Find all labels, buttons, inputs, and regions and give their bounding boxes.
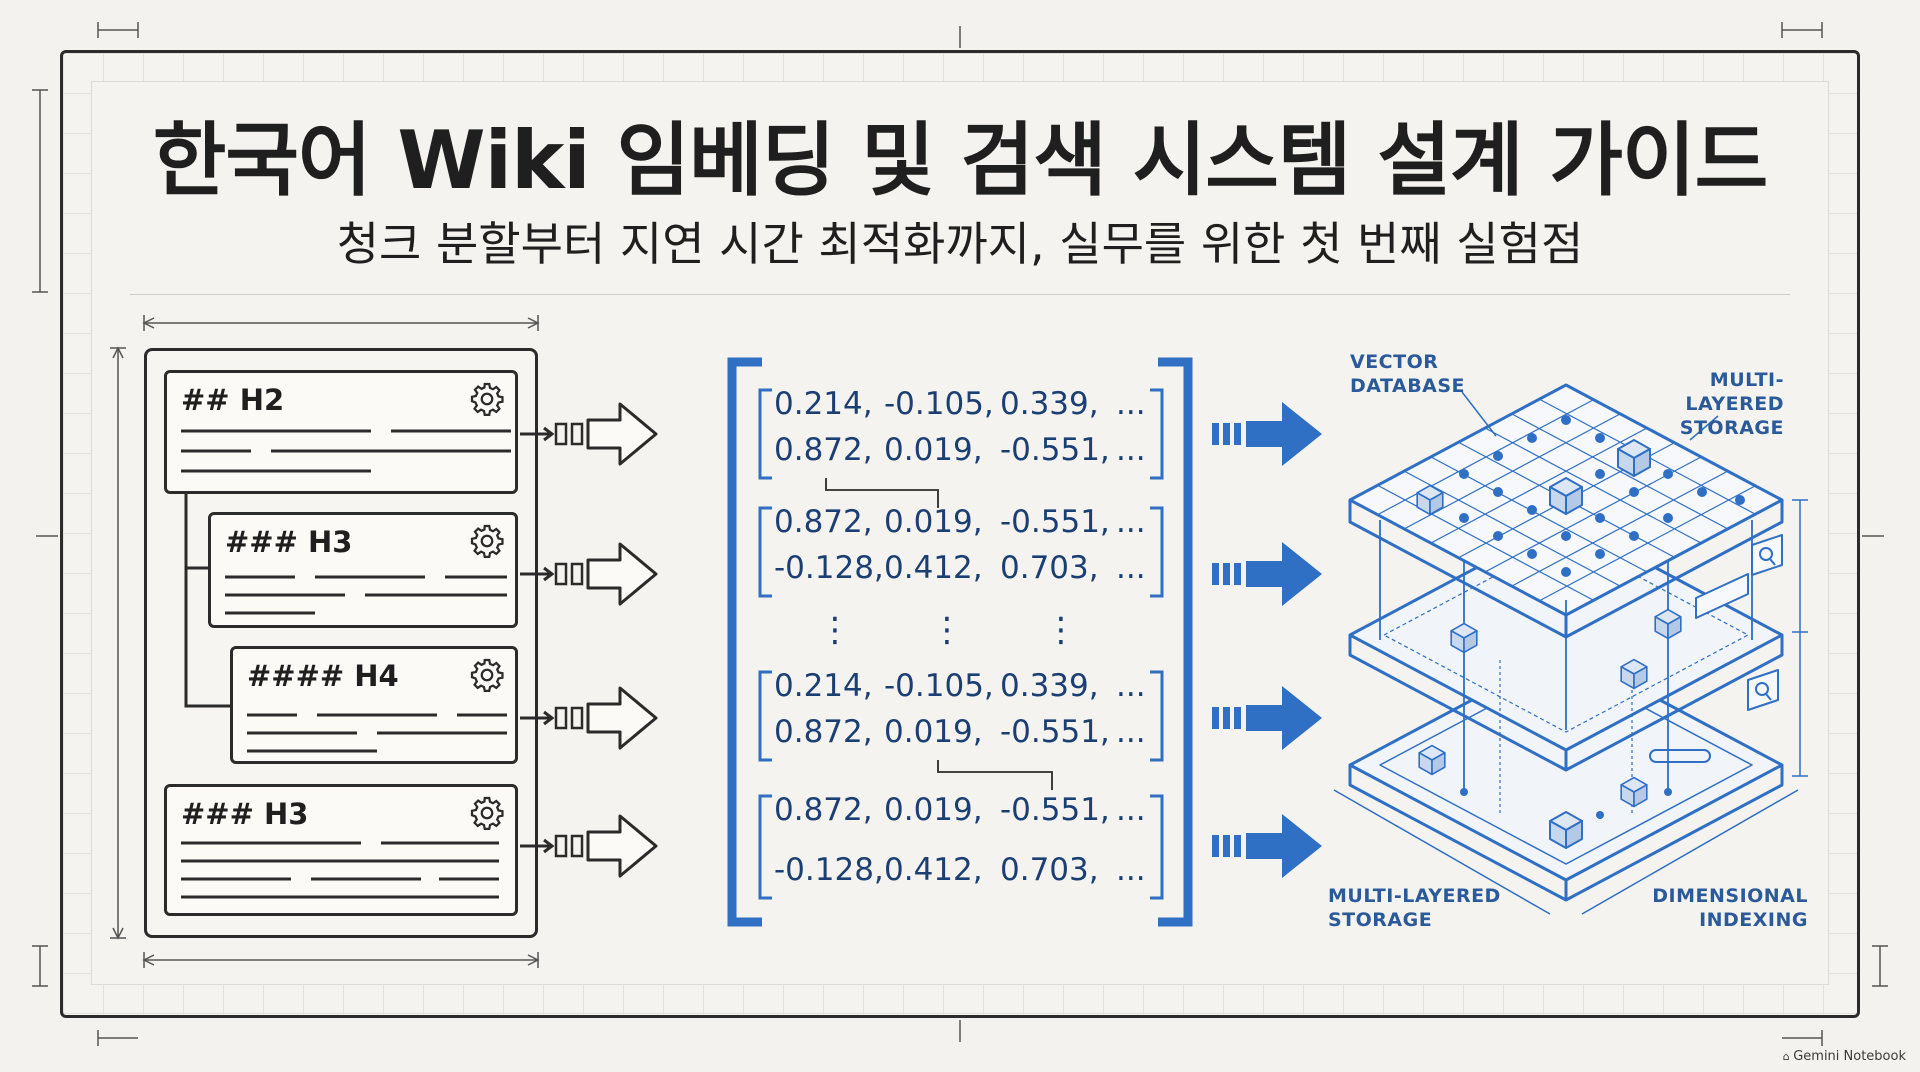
vector-value: ... <box>1116 792 1146 828</box>
vector-value: 0.872, <box>774 432 873 468</box>
label-line: STORAGE <box>1328 909 1433 931</box>
vector-value: 0.412, <box>884 852 983 888</box>
brand-text: Gemini Notebook <box>1793 1049 1906 1064</box>
chunk-text-lines <box>247 713 507 753</box>
label-line: VECTOR <box>1350 351 1439 373</box>
vector-value: 0.339, <box>1000 668 1099 704</box>
label-vector-database: VECTOR DATABASE <box>1350 350 1465 398</box>
brand-watermark: ⌂ Gemini Notebook <box>1783 1049 1906 1064</box>
label-line: STORAGE <box>1679 417 1784 439</box>
gear-icon <box>470 524 504 559</box>
vector-ellipsis: ⋮ <box>818 610 852 650</box>
vector-value: ... <box>1116 504 1146 540</box>
vector-value: 0.339, <box>1000 386 1099 422</box>
chunk-text-lines <box>181 841 499 899</box>
vector-ellipsis: ⋮ <box>930 610 964 650</box>
vector-value: 0.703, <box>1000 550 1099 586</box>
chunk-card-h3-first: ### H3 <box>208 512 518 628</box>
vector-value: 0.019, <box>884 714 983 750</box>
chunk-text-lines <box>181 429 511 473</box>
vector-value: -0.551, <box>1000 432 1110 468</box>
label-line: DATABASE <box>1350 375 1466 397</box>
vector-value: 0.872, <box>774 714 873 750</box>
vector-value: 0.214, <box>774 668 873 704</box>
chunk-text-lines <box>225 575 507 615</box>
label-multi-layered-top: MULTI-LAYERED STORAGE <box>1620 368 1784 440</box>
chunk-heading: ## H2 <box>181 383 285 417</box>
vector-value: ... <box>1116 432 1146 468</box>
vector-ellipsis: ⋮ <box>1044 610 1078 650</box>
vector-value: 0.214, <box>774 386 873 422</box>
vector-value: 0.019, <box>884 792 983 828</box>
vector-value: ... <box>1116 550 1146 586</box>
page-subtitle: 청크 분할부터 지연 시간 최적화까지, 실무를 위한 첫 번째 실험점 <box>336 217 1584 271</box>
vector-value: 0.703, <box>1000 852 1099 888</box>
chunk-heading: ### H3 <box>225 525 353 559</box>
label-line: INDEXING <box>1699 909 1808 931</box>
vector-value: -0.551, <box>1000 504 1110 540</box>
brand-logo-icon: ⌂ <box>1782 1050 1794 1063</box>
chunk-card-h2: ## H2 <box>164 370 518 494</box>
label-line: MULTI-LAYERED <box>1328 885 1501 907</box>
vector-value: -0.105, <box>884 386 994 422</box>
vector-value: ... <box>1116 714 1146 750</box>
label-line: MULTI-LAYERED <box>1685 369 1784 415</box>
vector-value: -0.551, <box>1000 792 1110 828</box>
vector-value: -0.128, <box>774 550 884 586</box>
gear-icon <box>470 796 504 831</box>
label-multi-layered-bottom: MULTI-LAYERED STORAGE <box>1328 884 1501 932</box>
vector-value: ... <box>1116 386 1146 422</box>
gear-icon <box>470 382 504 417</box>
vector-value: 0.019, <box>884 432 983 468</box>
vector-value: 0.412, <box>884 550 983 586</box>
chunk-card-h3-second: ### H3 <box>164 784 518 916</box>
vector-value: 0.872, <box>774 792 873 828</box>
label-line: DIMENSIONAL <box>1652 885 1808 907</box>
page-title: 한국어 Wiki 임베딩 및 검색 시스템 설계 가이드 <box>152 114 1768 207</box>
vector-value: 0.872, <box>774 504 873 540</box>
header-divider <box>130 294 1790 295</box>
vector-value: -0.105, <box>884 668 994 704</box>
chunk-heading: ### H3 <box>181 797 309 831</box>
vector-value: 0.019, <box>884 504 983 540</box>
vector-value: -0.128, <box>774 852 884 888</box>
chunk-heading: #### H4 <box>247 659 399 693</box>
vector-value: ... <box>1116 852 1146 888</box>
vector-value: ... <box>1116 668 1146 704</box>
label-dimensional-indexing: DIMENSIONAL INDEXING <box>1640 884 1808 932</box>
vector-value: -0.551, <box>1000 714 1110 750</box>
chunk-card-h4: #### H4 <box>230 646 518 764</box>
gear-icon <box>470 658 504 693</box>
